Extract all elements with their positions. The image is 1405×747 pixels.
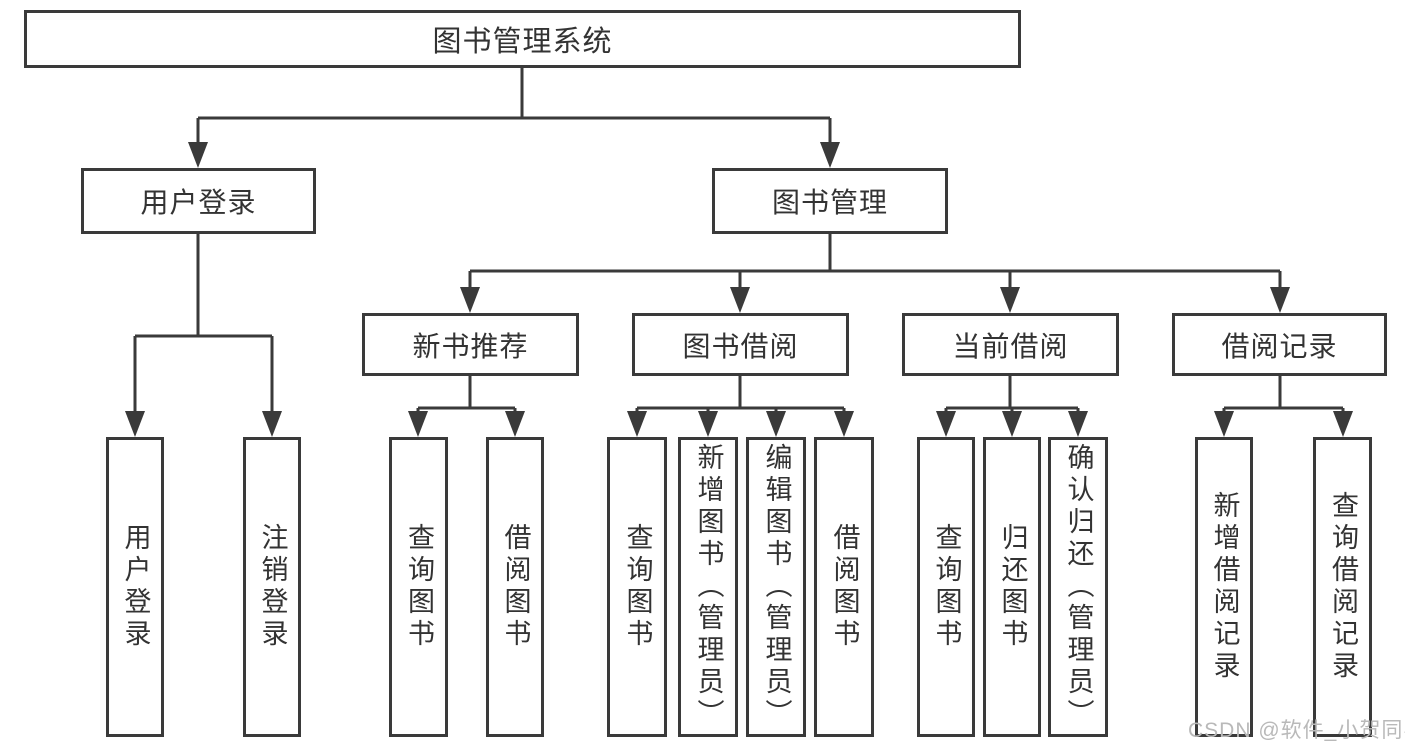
node-current-borrowing: 当前借阅 bbox=[902, 313, 1119, 376]
arrowhead-icon bbox=[1270, 287, 1290, 313]
arrowhead-icon bbox=[766, 411, 786, 437]
arrowhead-icon bbox=[834, 411, 854, 437]
leaf-recommend-borrow-books: 借阅图书 bbox=[486, 437, 544, 737]
arrowhead-icon bbox=[460, 287, 480, 313]
arrowhead-icon bbox=[505, 411, 525, 437]
leaf-recommend-query-books: 查询图书 bbox=[389, 437, 448, 737]
leaf-borrowing-borrow-books-label: 借阅图书 bbox=[829, 523, 860, 651]
node-book-borrowing: 图书借阅 bbox=[632, 313, 849, 376]
arrowhead-icon bbox=[125, 411, 145, 437]
leaf-user-login: 用户登录 bbox=[106, 437, 164, 737]
arrowhead-icon bbox=[730, 287, 750, 313]
arrowhead-icon bbox=[408, 411, 428, 437]
arrowhead-icon bbox=[1002, 411, 1022, 437]
leaf-records-query-record-label: 查询借阅记录 bbox=[1328, 491, 1358, 683]
leaf-recommend-borrow-books-label: 借阅图书 bbox=[500, 523, 531, 651]
arrowhead-icon bbox=[1068, 411, 1088, 437]
leaf-borrowing-borrow-books: 借阅图书 bbox=[814, 437, 874, 737]
arrowhead-icon bbox=[698, 411, 718, 437]
leaf-current-return-books-label: 归还图书 bbox=[997, 523, 1028, 651]
leaf-borrowing-add-books-admin-label: 新增图书（管理员） bbox=[693, 443, 724, 731]
arrowhead-icon bbox=[1000, 287, 1020, 313]
leaf-borrowing-edit-books-admin: 编辑图书（管理员） bbox=[746, 437, 806, 737]
leaf-borrowing-edit-books-admin-label: 编辑图书（管理员） bbox=[761, 443, 792, 731]
arrowhead-icon bbox=[188, 142, 208, 168]
arrowhead-icon bbox=[1333, 411, 1353, 437]
node-user-login: 用户登录 bbox=[81, 168, 316, 234]
leaf-current-query-books-label: 查询图书 bbox=[931, 523, 962, 651]
node-book-management: 图书管理 bbox=[712, 168, 948, 234]
csdn-watermark: CSDN @软件_小贺同学 bbox=[1188, 719, 1405, 742]
node-library-system: 图书管理系统 bbox=[24, 10, 1021, 68]
arrowhead-icon bbox=[262, 411, 282, 437]
leaf-current-query-books: 查询图书 bbox=[917, 437, 975, 737]
leaf-borrowing-add-books-admin: 新增图书（管理员） bbox=[678, 437, 738, 737]
leaf-borrowing-query-books-label: 查询图书 bbox=[622, 523, 653, 651]
leaf-records-add-record: 新增借阅记录 bbox=[1195, 437, 1253, 737]
leaf-records-query-record: 查询借阅记录 bbox=[1313, 437, 1372, 737]
arrowhead-icon bbox=[1214, 411, 1234, 437]
leaf-logout-login-label: 注销登录 bbox=[257, 523, 288, 651]
leaf-logout-login: 注销登录 bbox=[243, 437, 301, 737]
node-borrow-records: 借阅记录 bbox=[1172, 313, 1387, 376]
leaf-records-add-record-label: 新增借阅记录 bbox=[1209, 491, 1240, 683]
node-new-book-recommend: 新书推荐 bbox=[362, 313, 579, 376]
arrowhead-icon bbox=[820, 142, 840, 168]
arrowhead-icon bbox=[936, 411, 956, 437]
leaf-current-confirm-return-admin-label: 确认归还（管理员） bbox=[1063, 443, 1094, 731]
leaf-user-login-label: 用户登录 bbox=[120, 523, 151, 651]
leaf-recommend-query-books-label: 查询图书 bbox=[404, 523, 434, 651]
leaf-current-confirm-return-admin: 确认归还（管理员） bbox=[1048, 437, 1108, 737]
arrowhead-icon bbox=[627, 411, 647, 437]
leaf-current-return-books: 归还图书 bbox=[983, 437, 1041, 737]
leaf-borrowing-query-books: 查询图书 bbox=[607, 437, 667, 737]
